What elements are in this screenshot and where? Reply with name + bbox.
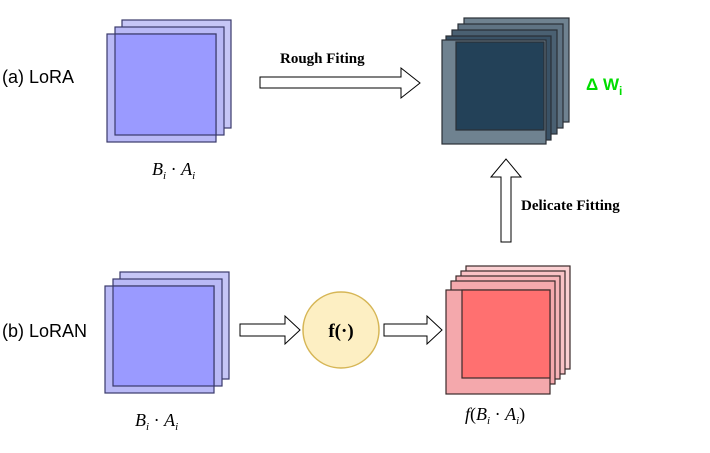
- transformed-layer-inner: [461, 289, 551, 379]
- function-node: [302, 291, 380, 369]
- transformed-matrix-stack: [445, 265, 571, 395]
- loran-matrix-layer-inner: [112, 285, 215, 387]
- lora-matrix-layer-inner: [114, 33, 217, 136]
- lora-matrix-stack: [106, 19, 232, 143]
- loran-product-formula: Bi · Ai: [135, 410, 178, 433]
- lora-product-formula: Bi · Ai: [152, 159, 195, 182]
- row-label-loran: (b) LoRAN: [2, 321, 87, 341]
- delta-w-label: Δ Wi: [586, 75, 622, 98]
- arrow-from-function: [383, 314, 443, 346]
- delta-w-layer-inner: [455, 41, 545, 131]
- row-label-lora: (a) LoRA: [2, 67, 74, 87]
- loran-matrix-stack: [104, 271, 230, 394]
- rough-fitting-arrow: [259, 66, 421, 100]
- delta-w-matrix-stack: [441, 17, 570, 145]
- transformed-formula: f(Bi · Ai): [465, 404, 525, 427]
- arrow-to-function: [239, 314, 301, 346]
- delicate-fitting-arrow: [489, 158, 523, 243]
- rough-fitting-label: Rough Fiting: [280, 51, 365, 67]
- delicate-fitting-label: Delicate Fitting: [521, 198, 620, 214]
- function-node-label: f(·): [328, 321, 353, 342]
